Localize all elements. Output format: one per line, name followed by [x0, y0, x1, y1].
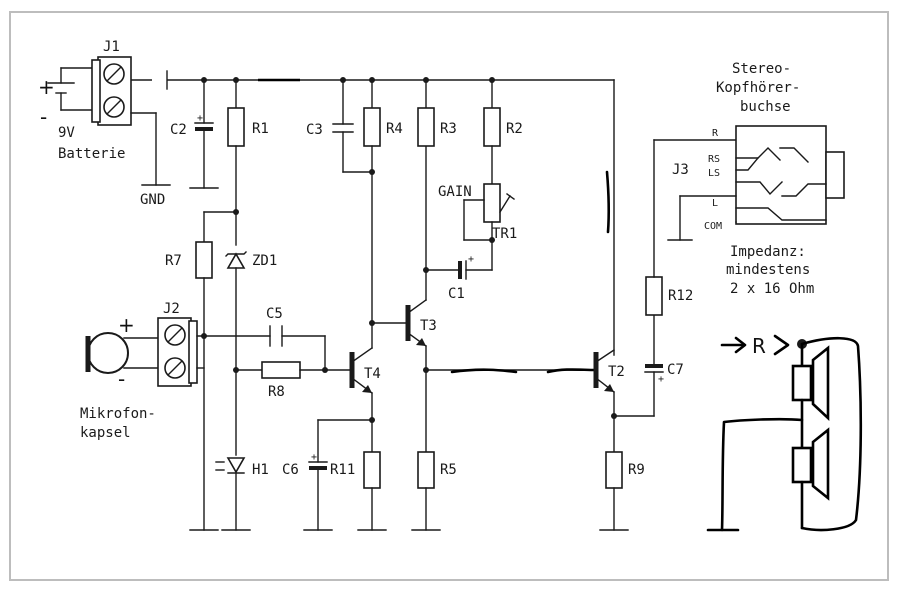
t3-label: T3 — [420, 318, 437, 334]
gnd-label: GND — [140, 192, 165, 208]
jack-pin-com: COM — [704, 221, 722, 232]
tr1-label: TR1 — [492, 226, 517, 242]
mic-signal-wire — [196, 333, 326, 371]
t3-to-t2-wire — [425, 368, 598, 374]
c2-label: C2 — [170, 122, 187, 138]
svg-text:+: + — [658, 374, 664, 385]
battery-voltage-label: 9V — [58, 125, 75, 141]
t4-transistor — [349, 169, 373, 421]
impedance-line3: 2 x 16 Ohm — [730, 281, 814, 297]
tr1-trimmer — [463, 183, 515, 271]
jack-title-line3: buchse — [740, 99, 791, 115]
battery-name-label: Batterie — [58, 146, 125, 162]
jack-pin-ls: LS — [708, 168, 720, 179]
c3-capacitor — [332, 77, 373, 173]
c1-label: C1 — [448, 286, 465, 302]
r7-resistor — [189, 241, 219, 531]
mic-label-line2: kapsel — [80, 425, 131, 441]
h1-label: H1 — [252, 462, 269, 478]
svg-text:+: + — [197, 113, 203, 124]
r9-label: R9 — [628, 462, 645, 478]
mic-label-line1: Mikrofon- — [80, 406, 156, 422]
jack-pin-l: L — [712, 198, 718, 209]
zd1-label: ZD1 — [252, 253, 277, 269]
zd1-zener — [225, 251, 247, 456]
jack-title-line2: Kopfhörer- — [716, 80, 800, 96]
r8-resistor — [233, 361, 351, 379]
r4-label: R4 — [386, 121, 403, 137]
battery-minus-sign: - — [40, 105, 47, 129]
svg-text:+: + — [311, 452, 317, 463]
svg-text:+: + — [468, 254, 474, 265]
r8-label: R8 — [268, 384, 285, 400]
c6-capacitor: + — [303, 419, 373, 531]
drawing-frame — [9, 11, 889, 581]
r5-resistor — [411, 367, 441, 531]
speaker-annotation — [706, 334, 863, 532]
r9-resistor — [599, 413, 629, 531]
mic-plus-sign: + — [118, 313, 135, 337]
annotation-arrow: → — [718, 333, 735, 357]
j2-label: J2 — [163, 301, 180, 317]
battery-plus-sign: + — [38, 75, 55, 99]
r1-label: R1 — [252, 121, 269, 137]
annotation-r-label: R — [752, 334, 766, 358]
battery-symbol — [47, 67, 99, 111]
h1-led — [215, 457, 251, 531]
t4-label: T4 — [364, 366, 381, 382]
r11-label: R11 — [330, 462, 355, 478]
c3-label: C3 — [306, 122, 323, 138]
r1-resistor — [227, 77, 245, 246]
jack-pin-rs: RS — [708, 154, 720, 165]
j3-headphone-jack — [667, 125, 845, 241]
annotation-chevron: > — [774, 333, 791, 357]
supply-rail — [130, 78, 615, 356]
r2-resistor — [483, 77, 501, 185]
j1-terminal-block — [91, 56, 132, 126]
c5-capacitor — [269, 325, 283, 347]
impedance-line1: Impedanz: — [730, 244, 806, 260]
c1-capacitor: + — [423, 254, 493, 280]
bias-node — [203, 209, 239, 243]
c6-label: C6 — [282, 462, 299, 478]
microphone-capsule — [85, 332, 159, 374]
c2-capacitor: + — [189, 77, 219, 189]
jack-pin-r: R — [712, 128, 719, 139]
gain-label: GAIN — [438, 184, 472, 200]
j1-label: J1 — [103, 39, 120, 55]
mic-minus-sign: - — [118, 367, 125, 391]
impedance-line2: mindestens — [726, 262, 810, 278]
t2-transistor — [593, 349, 615, 453]
c7-capacitor: + — [613, 314, 664, 417]
d1-diode — [152, 70, 168, 90]
r12-label: R12 — [668, 288, 693, 304]
r2-label: R2 — [506, 121, 523, 137]
t2-label: T2 — [608, 364, 625, 380]
j2-terminal-block — [157, 317, 198, 387]
c5-label: C5 — [266, 306, 283, 322]
c7-label: C7 — [667, 362, 684, 378]
t2-collector-marker — [605, 170, 610, 234]
r12-resistor — [645, 139, 737, 316]
r3-resistor — [417, 77, 435, 147]
j3-label: J3 — [672, 162, 689, 178]
jack-title-line1: Stereo- — [732, 61, 791, 77]
r11-resistor — [357, 417, 387, 531]
r4-resistor — [363, 77, 381, 175]
r3-label: R3 — [440, 121, 457, 137]
r7-label: R7 — [165, 253, 182, 269]
gnd-wire — [130, 112, 171, 186]
r5-label: R5 — [440, 462, 457, 478]
